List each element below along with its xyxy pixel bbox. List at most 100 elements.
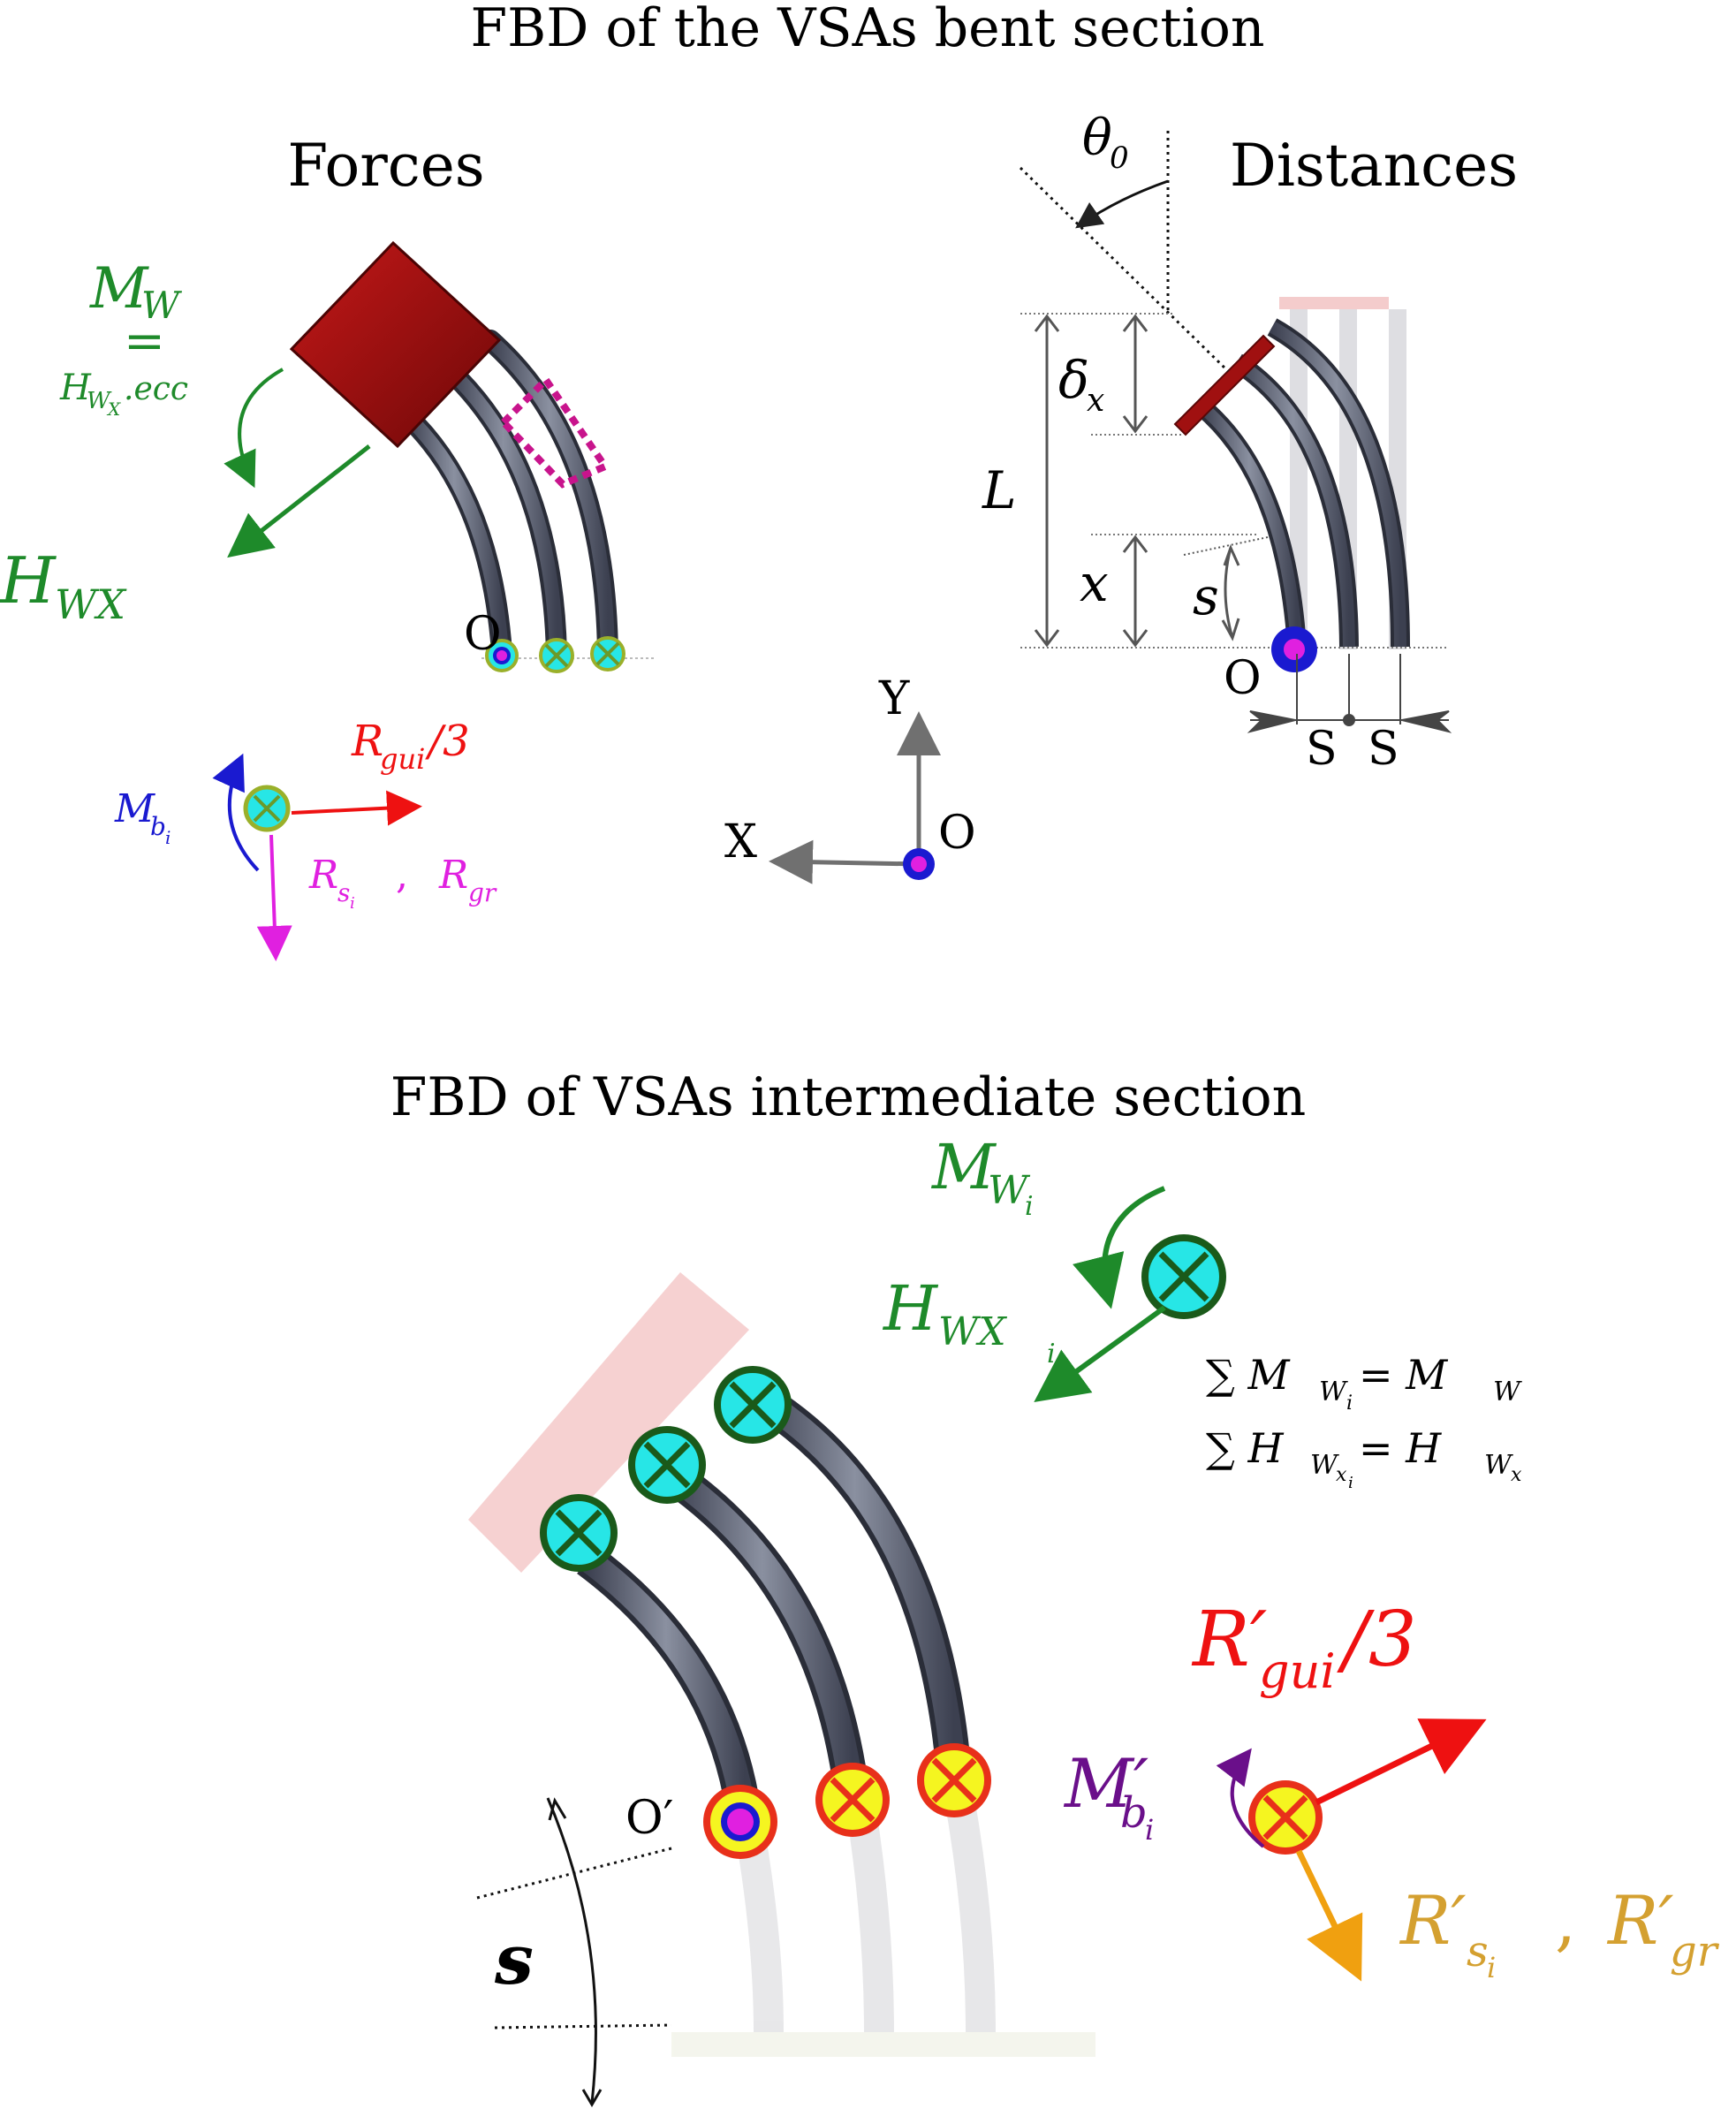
rs-label-subsub: i	[350, 894, 355, 913]
mwi-label-sub: W	[988, 1168, 1031, 1213]
rgui-prime-label: R′ gui /3	[1191, 1596, 1417, 1699]
rs-rgr-prime-comma: ,	[1555, 1881, 1576, 1960]
eq1-base: ∑ M	[1206, 1351, 1291, 1399]
bottom-title: FBD of VSAs intermediate section	[390, 1066, 1307, 1128]
mb-label-base: M	[114, 786, 155, 831]
mb-prime-label-subsub: i	[1145, 1813, 1154, 1847]
rgr-label-base: R	[438, 853, 468, 898]
s-tangent-line	[1183, 536, 1269, 556]
eq1-rhs-sub: W	[1493, 1377, 1522, 1407]
rs-prime-label-base: R′	[1399, 1881, 1466, 1960]
yellow-reaction-markers	[703, 1743, 1323, 1859]
ecc-sub: W	[87, 388, 112, 414]
rgui-prime-label-sub: gui	[1259, 1643, 1336, 1699]
intermediate-origin-label: O′	[625, 1792, 673, 1845]
moment-label-group: M W = H W X .ecc	[59, 256, 188, 420]
mwi-label: M W i	[930, 1131, 1034, 1222]
eq2-base: ∑ H	[1206, 1424, 1284, 1472]
end-plate	[1173, 334, 1276, 436]
eq2-subsubsub: i	[1348, 1474, 1353, 1492]
hwxi-arrow	[1034, 1305, 1166, 1403]
rgr-label-sub: gr	[468, 878, 497, 907]
mwi-arc-arrow	[1073, 1186, 1166, 1309]
rs-rgr-label: R s i , R gr	[308, 853, 497, 913]
theta-arc-arrow	[1075, 179, 1169, 229]
faint-mass-block	[468, 1272, 749, 1573]
spacing-label-1: S	[1306, 723, 1338, 776]
cyan-force-markers	[540, 1234, 1226, 1572]
moment-label: M	[89, 256, 149, 322]
mb-prime-label-base: M′	[1063, 1744, 1148, 1823]
distances-origin-label: O	[1224, 652, 1262, 705]
intermediate-rods	[577, 1380, 972, 1823]
ecc-subsub: X	[106, 398, 121, 420]
mass-block	[289, 240, 502, 449]
axis-x-label: X	[724, 816, 757, 869]
dimension-arrows	[1034, 314, 1240, 648]
rs-prime-arrow	[1295, 1849, 1363, 1982]
rgui-prime-label-base: R′	[1191, 1596, 1267, 1684]
mwi-label-subsub: i	[1025, 1191, 1034, 1222]
rgui-prime-label-tail: /3	[1337, 1596, 1417, 1684]
delta-label: δ x	[1058, 350, 1104, 419]
ecc-label: H	[59, 368, 92, 408]
force-hwx-label: H	[0, 543, 57, 618]
eq2-sub: W	[1310, 1450, 1339, 1481]
rs-label-sub: s	[337, 878, 350, 907]
eq2-rhs-sub: W	[1484, 1450, 1513, 1481]
rgui-label: R gui /3	[351, 717, 470, 776]
hwxi-label-subsub: i	[1047, 1339, 1056, 1369]
theta-label: θ 0	[1082, 110, 1129, 176]
rgr-prime-label-sub: gr	[1670, 1927, 1720, 1976]
arc-length-indicator	[476, 1797, 672, 2107]
x-label: x	[1080, 553, 1109, 613]
arc-s-label: s	[494, 1920, 534, 2000]
hwxi-label: H WX i	[882, 1272, 1056, 1369]
mb-prime-arc-arrow	[1216, 1748, 1265, 1848]
top-title: FBD of the VSAs bent section	[471, 0, 1265, 59]
eq1-rhs: = M	[1359, 1351, 1449, 1399]
L-label: L	[982, 460, 1017, 520]
forces-heading: Forces	[287, 132, 484, 200]
spacing-label-2: S	[1368, 723, 1399, 776]
rgui-label-tail: /3	[425, 717, 470, 766]
rs-prime-label-sub: s	[1467, 1927, 1489, 1976]
delta-label-sub: x	[1087, 383, 1104, 419]
distances-rods	[1194, 318, 1410, 648]
ecc-tail: .ecc	[124, 371, 188, 407]
mb-label: M b i	[114, 786, 171, 848]
forces-base-markers	[485, 636, 625, 673]
eq1-sub: W	[1319, 1377, 1348, 1407]
eq1-subsub: i	[1346, 1392, 1353, 1415]
mb-prime-label-sub: b	[1120, 1788, 1148, 1838]
hwxi-label-sub: WX	[938, 1309, 1007, 1354]
distances-origin-marker	[1271, 626, 1317, 672]
forces-origin-label: O	[464, 608, 502, 661]
eq2-rhs: = H	[1359, 1424, 1442, 1472]
sum-equation-2: ∑ H W x i = H W x	[1206, 1424, 1522, 1492]
distance-ref-lines	[1020, 313, 1449, 649]
axis-o-label: O	[938, 807, 976, 860]
rgui-label-base: R	[351, 717, 383, 766]
rgr-prime-label-base: R′	[1606, 1881, 1673, 1960]
axis-y-label: Y	[878, 672, 910, 725]
distances-heading: Distances	[1230, 132, 1518, 200]
moment-label-sub: W	[141, 284, 183, 327]
mb-label-subsub: i	[165, 827, 171, 848]
mb-prime-label: M′ b i	[1063, 1744, 1154, 1847]
mwi-label-base: M	[930, 1131, 997, 1203]
moment-equals: =	[124, 313, 165, 370]
sum-equation-1: ∑ M W i = M W	[1206, 1351, 1522, 1415]
rs-rgr-comma: ,	[396, 853, 408, 898]
spacing-dimension	[1247, 654, 1452, 733]
hwxi-label-base: H	[882, 1272, 939, 1345]
forces-rods	[396, 330, 618, 664]
rod-fbd	[212, 753, 422, 961]
eq2-rhs-subsub: x	[1511, 1464, 1522, 1486]
rgui-label-sub: gui	[380, 742, 425, 776]
rs-prime-label-subsub: i	[1487, 1951, 1496, 1984]
coordinate-axes	[769, 711, 941, 884]
theta-reference-line	[1019, 166, 1230, 373]
force-hwx-arrow	[227, 444, 371, 558]
